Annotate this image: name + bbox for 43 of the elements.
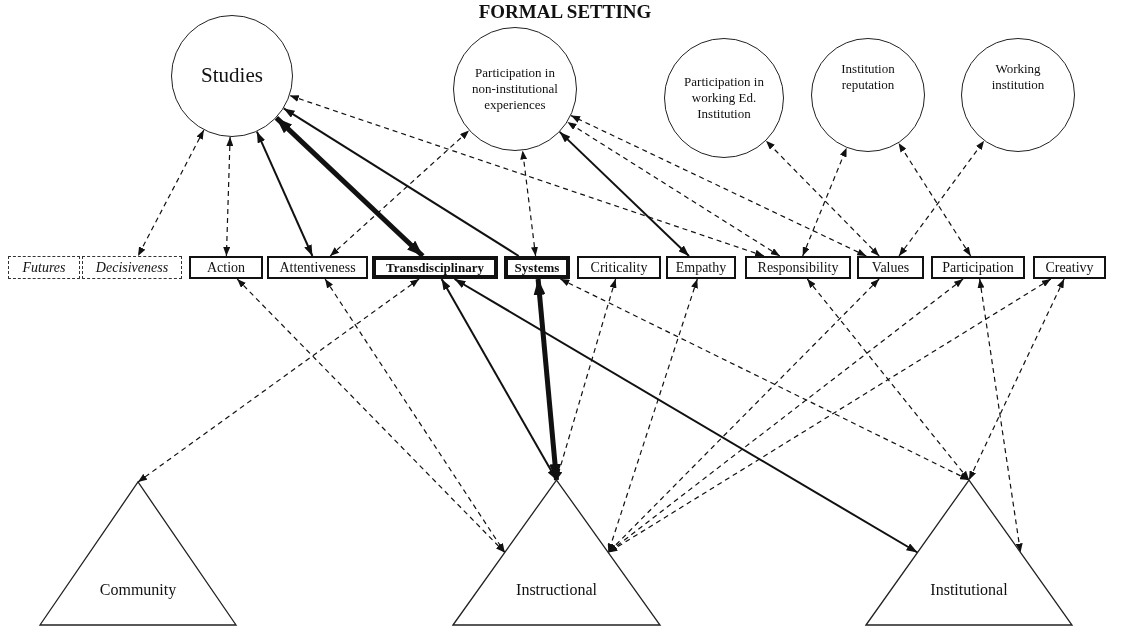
connector-arrow — [274, 116, 425, 258]
connector-arrow — [555, 278, 617, 481]
connector-arrow — [255, 130, 314, 257]
connector-arrow — [137, 129, 205, 257]
competency-box: Responsibility — [745, 256, 851, 279]
connector-arrow — [223, 136, 234, 257]
competency-box: Systems — [504, 256, 570, 279]
competency-box: Attentiveness — [267, 256, 368, 279]
competency-box: Values — [857, 256, 924, 279]
competency-box: Empathy — [666, 256, 736, 279]
level-label: Institutional — [930, 580, 1008, 599]
concept-circle: Working institution — [961, 38, 1075, 152]
diagram-title: FORMAL SETTING — [477, 2, 653, 23]
connector-arrow — [558, 130, 690, 257]
competency-box: Futures — [8, 256, 80, 279]
connector-arrow — [137, 278, 420, 483]
connector-arrow — [968, 278, 1065, 481]
competency-box: Decisiveness — [82, 256, 182, 279]
competency-box: Transdisciplinary — [372, 256, 498, 279]
competency-box: Participation — [931, 256, 1025, 279]
competency-box: Action — [189, 256, 263, 279]
connector-arrow — [570, 115, 867, 257]
concept-circle: Participation in working Ed. Institution — [664, 38, 784, 158]
connector-arrow — [329, 130, 470, 257]
competency-box: Criticality — [577, 256, 661, 279]
connector-arrow — [806, 278, 970, 481]
connector-arrow — [453, 278, 919, 554]
level-label: Community — [99, 581, 177, 600]
concept-circle: Participation in non-institutional experiences — [453, 27, 577, 151]
concept-circle: Studies — [171, 15, 293, 137]
concept-circle: Institution reputation — [811, 38, 925, 152]
connector-arrow — [898, 142, 972, 257]
competency-box: Creativy — [1033, 256, 1106, 279]
connector-arrow — [282, 107, 520, 257]
level-label: Instructional — [516, 580, 597, 599]
connector-arrow — [765, 140, 880, 257]
connector-arrow — [566, 121, 781, 257]
connector-arrow — [898, 140, 985, 257]
connector-arrow — [559, 278, 970, 481]
connector-arrow — [802, 147, 848, 257]
connector-arrow — [520, 149, 538, 257]
connector-arrow — [289, 95, 765, 257]
connector-arrow — [533, 278, 561, 481]
